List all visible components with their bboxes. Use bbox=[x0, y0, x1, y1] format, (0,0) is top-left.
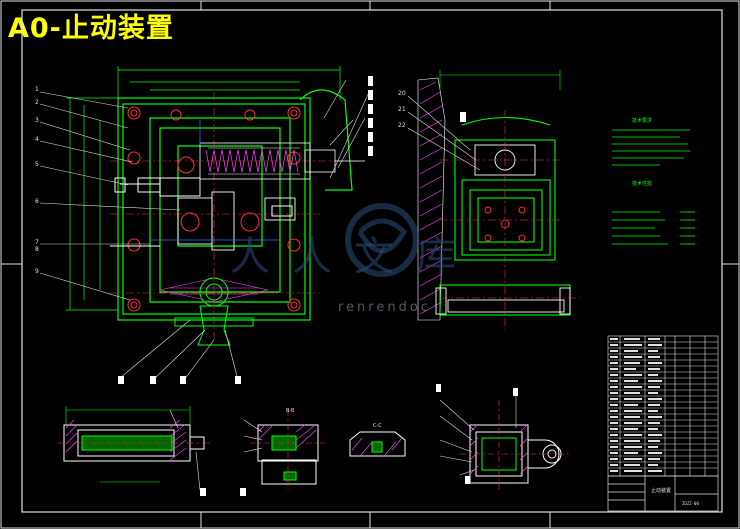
callout-7: 7 bbox=[35, 239, 39, 246]
right-callout-boxes bbox=[118, 76, 373, 496]
callout-22: 22 bbox=[398, 122, 406, 129]
left-callouts bbox=[39, 79, 371, 381]
watermark-url: renrendoc bbox=[338, 300, 431, 315]
callout-4: 4 bbox=[35, 136, 39, 143]
technical-notes: 技术要求 技术性能 bbox=[612, 117, 695, 245]
callout-6: 6 bbox=[35, 198, 39, 205]
drawing-title: A0-止动装置 bbox=[8, 13, 174, 44]
callout-2: 2 bbox=[35, 99, 39, 106]
section-a bbox=[58, 406, 212, 491]
watermark-logo bbox=[345, 203, 419, 277]
callout-3: 3 bbox=[35, 117, 39, 124]
notes-heading-1: 技术要求 bbox=[632, 117, 652, 124]
parts-list bbox=[607, 335, 719, 477]
callout-5: 5 bbox=[35, 161, 39, 168]
side-view: 20 21 22 bbox=[398, 70, 580, 330]
watermark-brand: 人人文库 bbox=[230, 234, 478, 280]
callout-21: 21 bbox=[398, 106, 406, 113]
callout-9: 9 bbox=[35, 268, 39, 275]
section-d bbox=[436, 384, 570, 490]
view-label-b: B-B bbox=[286, 408, 295, 414]
callout-8: 8 bbox=[35, 246, 39, 253]
title-block-drawing-no: ZDZZ-00 bbox=[682, 501, 699, 506]
main-view bbox=[66, 66, 365, 346]
left-callout-labels: 1 2 3 4 5 6 7 8 9 bbox=[35, 86, 39, 275]
title-block-name: 止动装置 bbox=[651, 487, 671, 494]
callout-1: 1 bbox=[35, 86, 39, 93]
notes-heading-2: 技术性能 bbox=[632, 180, 652, 187]
callout-20: 20 bbox=[398, 90, 406, 97]
section-b: B-B bbox=[243, 408, 325, 490]
section-c: C-C bbox=[349, 423, 406, 457]
parts-list-text bbox=[610, 338, 662, 472]
title-block bbox=[607, 475, 719, 512]
view-label-c: C-C bbox=[373, 423, 382, 429]
